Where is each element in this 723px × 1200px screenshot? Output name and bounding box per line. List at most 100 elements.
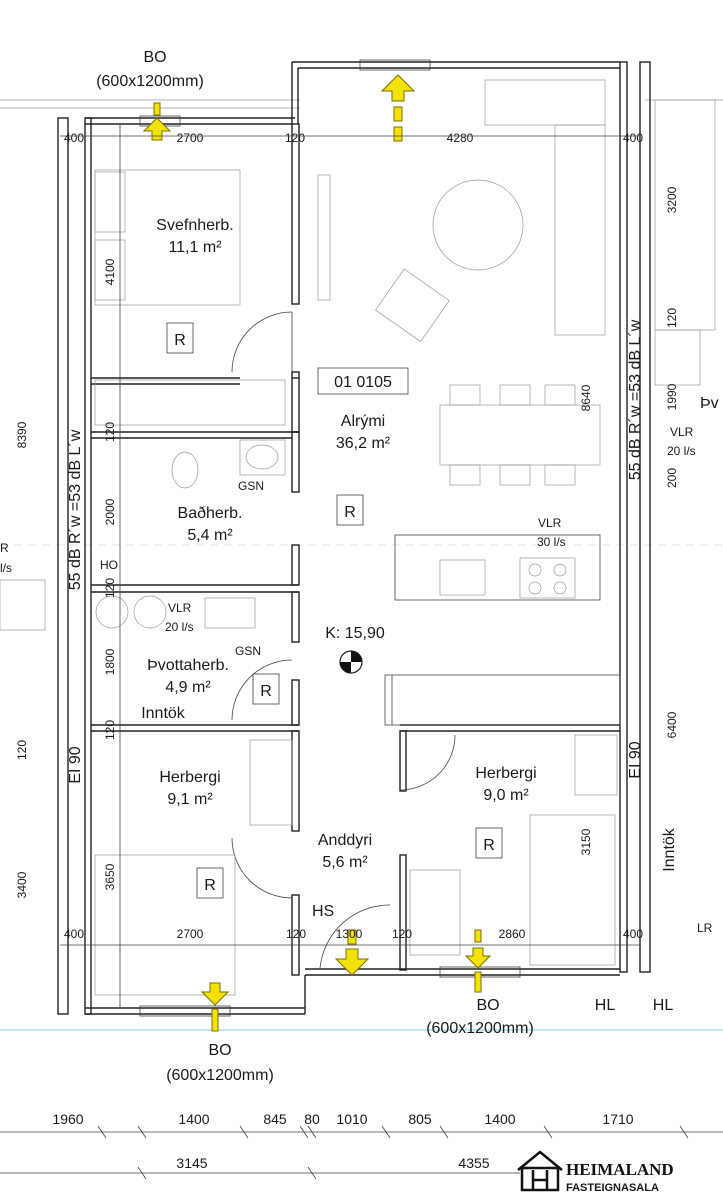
bo-label-bottom-left: BO bbox=[208, 1042, 231, 1059]
room-name-badherb: Baðherb. bbox=[178, 505, 243, 522]
dim-120-a: 120 bbox=[103, 422, 117, 442]
room-name-alrymi: Alrými bbox=[341, 413, 385, 430]
neighbour-ls-partial: l/s bbox=[0, 561, 12, 575]
bo-size-bottom-right: (600x1200mm) bbox=[426, 1020, 534, 1037]
neighbour-r-partial: R bbox=[0, 541, 9, 555]
bo-size-top: (600x1200mm) bbox=[96, 73, 204, 90]
arrow-top-left bbox=[142, 102, 172, 141]
dim-3650: 3650 bbox=[103, 863, 117, 890]
bottom-dim-1: 1960 bbox=[52, 1111, 83, 1127]
room-name-herbergi-right: Herbergi bbox=[475, 765, 536, 782]
r-marker: R bbox=[174, 332, 186, 349]
bo-label-top: BO bbox=[143, 49, 166, 66]
vlr-rate-kitchen: 30 l/s bbox=[537, 535, 566, 549]
r-marker: R bbox=[204, 877, 216, 894]
bottom-dim-5: 1010 bbox=[336, 1111, 367, 1127]
r-marker: R bbox=[260, 683, 272, 700]
dim-400-bottom-left: 400 bbox=[64, 927, 84, 941]
escape-arrows bbox=[142, 74, 492, 1032]
dim-1800: 1800 bbox=[103, 648, 117, 675]
logo-name: HEIMALAND bbox=[566, 1160, 674, 1179]
bottom-dim-4: 80 bbox=[304, 1111, 320, 1127]
room-name-svefnherb: Svefnherb. bbox=[156, 217, 233, 234]
dim-2700-top: 2700 bbox=[177, 131, 204, 145]
house-logo-icon bbox=[517, 1150, 563, 1192]
hl-label-1: HL bbox=[595, 997, 616, 1014]
dim-2860: 2860 bbox=[499, 927, 526, 941]
arrow-bottom-mid bbox=[334, 929, 370, 976]
bottom-dimensions: 1960 1400 845 80 1010 805 1400 1710 3145… bbox=[0, 1111, 723, 1180]
vlr-label-laundry: VLR bbox=[168, 601, 192, 615]
dim-120-neighbour-a: 120 bbox=[665, 308, 679, 328]
dim-400-bottom-right: 400 bbox=[623, 927, 643, 941]
dim-4280: 4280 bbox=[447, 131, 474, 145]
dim-1990: 1990 bbox=[665, 383, 679, 410]
room-area-herbergi-left: 9,1 m² bbox=[167, 791, 213, 808]
room-extra-thvottaherb: Inntök bbox=[141, 705, 186, 722]
dim-6400: 6400 bbox=[665, 711, 679, 738]
inntok-neighbour: Inntök bbox=[661, 827, 678, 872]
unit-number: 01 0105 bbox=[334, 374, 392, 391]
neighbour-room-partial: Þv bbox=[700, 395, 719, 412]
vlr-rate-neighbour: 20 l/s bbox=[667, 444, 696, 458]
annotations: BO (600x1200mm) BO (600x1200mm) BO (600x… bbox=[0, 49, 719, 1084]
room-area-svefnherb: 11,1 m² bbox=[168, 239, 222, 256]
room-area-alrymi: 36,2 m² bbox=[336, 435, 391, 452]
arrow-bottom-right bbox=[464, 929, 492, 993]
room-area-thvottaherb: 4,9 m² bbox=[165, 679, 211, 696]
furniture bbox=[0, 79, 716, 996]
r-marker: R bbox=[344, 504, 356, 521]
dim-400-top-right: 400 bbox=[623, 131, 643, 145]
dim-2700-bottom: 2700 bbox=[177, 927, 204, 941]
room-area-herbergi-right: 9,0 m² bbox=[483, 787, 529, 804]
vlr-label-neighbour: VLR bbox=[670, 425, 694, 439]
arrow-bottom-left bbox=[200, 982, 230, 1032]
dim-3200: 3200 bbox=[665, 186, 679, 213]
bottom-dim-7: 1400 bbox=[484, 1111, 515, 1127]
dim-3150: 3150 bbox=[579, 828, 593, 855]
dim-2000: 2000 bbox=[103, 498, 117, 525]
hs-label: HS bbox=[312, 903, 334, 920]
room-name-herbergi-left: Herbergi bbox=[159, 769, 220, 786]
logo-subtitle: FASTEIGNASALA bbox=[566, 1182, 659, 1194]
dim-120-c: 120 bbox=[103, 720, 117, 740]
r-markers: R R R R R bbox=[166, 322, 503, 899]
bottom-dim-total-right: 4355 bbox=[458, 1155, 489, 1171]
bottom-dim-3: 845 bbox=[263, 1111, 287, 1127]
gsn-label-1: GSN bbox=[238, 479, 264, 493]
bottom-dim-total-left: 3145 bbox=[176, 1155, 207, 1171]
lr-label: LR bbox=[697, 921, 713, 935]
r-marker: R bbox=[483, 837, 495, 854]
bo-size-bottom-left: (600x1200mm) bbox=[166, 1067, 274, 1084]
heimaland-logo: HEIMALAND FASTEIGNASALA bbox=[517, 1150, 674, 1194]
hl-label-2: HL bbox=[653, 997, 674, 1014]
dim-120-top: 120 bbox=[285, 131, 305, 145]
ei90-right: EI 90 bbox=[627, 741, 644, 778]
dim-120-bottom-b: 120 bbox=[392, 927, 412, 941]
bo-label-bottom-right: BO bbox=[476, 997, 499, 1014]
vlr-rate-laundry: 20 l/s bbox=[165, 620, 194, 634]
dim-8640: 8640 bbox=[579, 384, 593, 411]
ho-label: HO bbox=[100, 558, 118, 572]
elevation-marker bbox=[339, 650, 363, 674]
wall-sound-right: 55 dB R´w =53 dB L´w bbox=[627, 319, 644, 480]
dim-200: 200 bbox=[665, 468, 679, 488]
dim-120-left-outer: 120 bbox=[15, 740, 29, 760]
door-swings bbox=[231, 311, 456, 969]
dim-120-bottom-a: 120 bbox=[286, 927, 306, 941]
room-labels: Svefnherb. 11,1 m² 01 0105 Alrými 36,2 m… bbox=[141, 217, 536, 871]
bottom-dim-6: 805 bbox=[408, 1111, 432, 1127]
dim-1300: 1300 bbox=[336, 927, 363, 941]
walls bbox=[57, 59, 651, 1017]
room-area-badherb: 5,4 m² bbox=[187, 527, 233, 544]
dim-120-b: 120 bbox=[103, 578, 117, 598]
wall-sound-left: 55 dB R´w =53 dB L´w bbox=[67, 429, 84, 590]
ei90-left: EI 90 bbox=[67, 746, 84, 783]
plan-dimensions: 400 2700 120 4280 400 4100 120 2000 120 … bbox=[15, 124, 679, 1008]
elevation-label: K: 15,90 bbox=[325, 625, 385, 642]
dim-8390: 8390 bbox=[15, 421, 29, 448]
tick-row-1 bbox=[97, 1125, 689, 1180]
bottom-dim-8: 1710 bbox=[602, 1111, 633, 1127]
bottom-dim-2: 1400 bbox=[178, 1111, 209, 1127]
vlr-label-kitchen: VLR bbox=[538, 516, 562, 530]
